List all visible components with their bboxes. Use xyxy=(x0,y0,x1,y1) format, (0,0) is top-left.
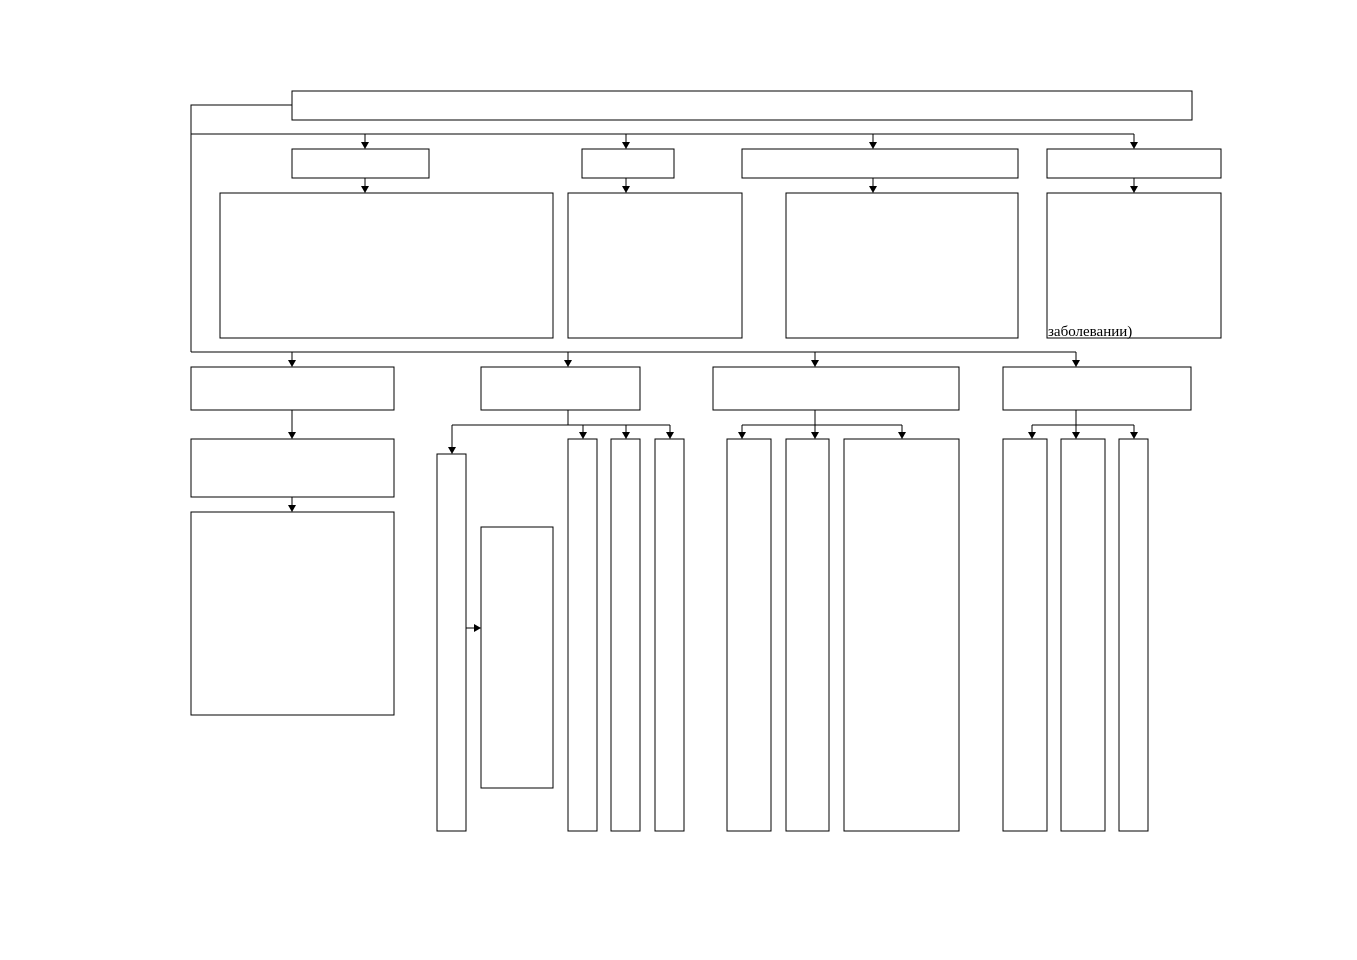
level1-content-2 xyxy=(567,192,743,339)
col3-bar-1 xyxy=(726,438,772,832)
level2-header-2 xyxy=(480,366,641,411)
root-box xyxy=(291,90,1193,121)
level1-header-3 xyxy=(741,148,1019,179)
level1-header-4 xyxy=(1046,148,1222,179)
level2-header-3 xyxy=(712,366,960,411)
col2-bar-2 xyxy=(610,438,641,832)
col3-bar-2 xyxy=(785,438,830,832)
level2-header-4 xyxy=(1002,366,1192,411)
col1-box-3 xyxy=(190,511,395,716)
level1-header-2 xyxy=(581,148,675,179)
level1-content-4-caption: заболевании) xyxy=(1048,324,1132,340)
level1-content-3 xyxy=(785,192,1019,339)
col2-tall-box xyxy=(436,453,467,832)
col1-box-2 xyxy=(190,438,395,498)
col4-bar-1 xyxy=(1002,438,1048,832)
level1-header-1 xyxy=(291,148,430,179)
col3-wide-box xyxy=(843,438,960,832)
level2-header-1 xyxy=(190,366,395,411)
level1-content-1 xyxy=(219,192,554,339)
root-left-bracket xyxy=(190,104,292,352)
col4-bar-3 xyxy=(1118,438,1149,832)
col2-bar-1 xyxy=(567,438,598,832)
col2-bar-3 xyxy=(654,438,685,832)
col2-side-box xyxy=(480,526,554,789)
col4-bar-2 xyxy=(1060,438,1106,832)
level1-content-4 xyxy=(1046,192,1222,339)
